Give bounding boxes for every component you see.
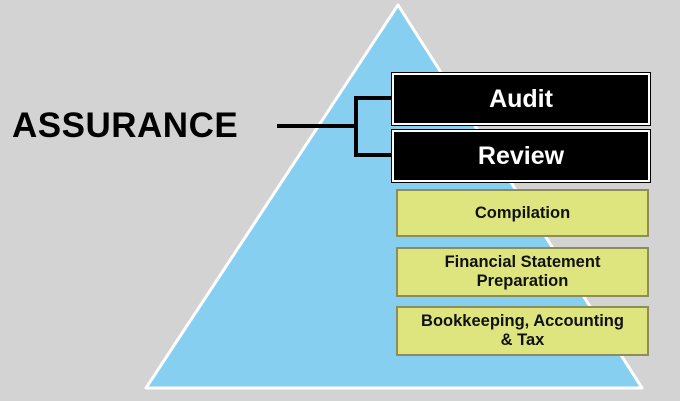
tier-financial-statement-preparation-label: Financial Statement Preparation: [444, 253, 601, 290]
tier-compilation-label: Compilation: [474, 203, 571, 222]
tier-review: Review: [391, 129, 651, 183]
assurance-label: ASSURANCE: [12, 106, 239, 145]
assurance-bracket: [354, 96, 392, 157]
tier-compilation: Compilation: [396, 189, 649, 237]
tier-bookkeeping-accounting-tax-label: Bookkeeping, Accounting & Tax: [421, 312, 624, 349]
tier-bookkeeping-accounting-tax: Bookkeeping, Accounting & Tax: [396, 306, 649, 356]
tier-audit-label: Audit: [489, 84, 553, 113]
tier-financial-statement-preparation: Financial Statement Preparation: [396, 247, 649, 297]
tier-audit: Audit: [391, 72, 651, 126]
tier-review-label: Review: [477, 141, 565, 170]
